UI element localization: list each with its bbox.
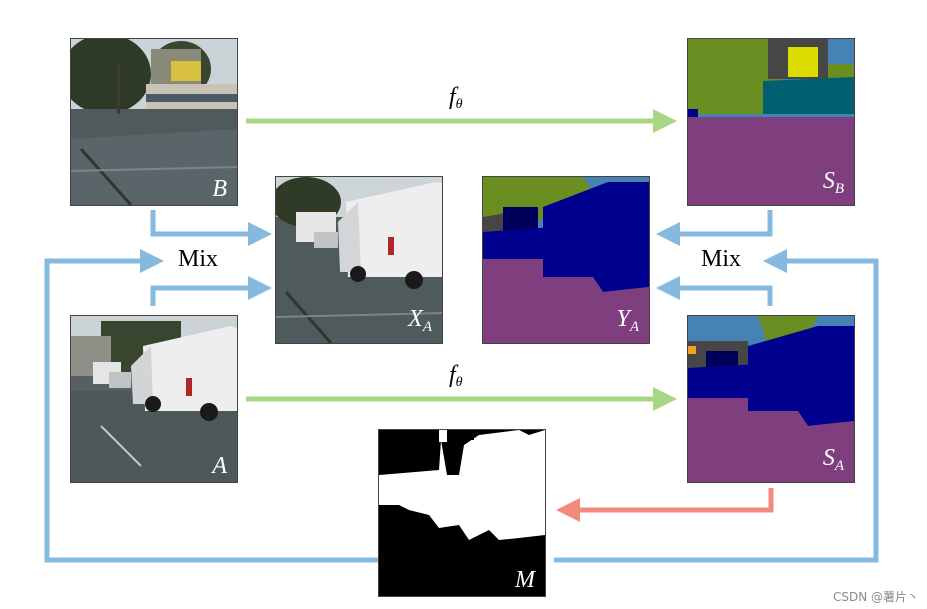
mixed-image-label: XA [408, 306, 432, 335]
mix-arrows-right [554, 210, 879, 563]
model-arrow-bottom [246, 387, 677, 411]
image-b-panel: B [70, 38, 238, 206]
seg-a-panel: SA [687, 315, 855, 483]
mixed-photo [276, 177, 442, 343]
street-photo-a [71, 316, 237, 482]
model-label-bottom: fθ [449, 362, 463, 390]
segmentation-b [688, 39, 854, 205]
image-a-panel: A [70, 315, 238, 483]
image-b-label: B [212, 176, 227, 202]
mix-label-right: Mix [701, 246, 742, 272]
seg-a-label: SA [822, 445, 844, 474]
mixed-label-panel: YA [482, 176, 650, 344]
mixed-label-label: YA [616, 306, 639, 335]
street-photo-b [71, 39, 237, 205]
model-label-top: fθ [449, 84, 463, 112]
model-arrow-top [246, 109, 677, 133]
mixed-image-panel: XA [275, 176, 443, 344]
image-a-label: A [212, 453, 227, 479]
mix-label-left: Mix [178, 246, 219, 272]
seg-b-label: SB [822, 168, 844, 197]
seg-b-panel: SB [687, 38, 855, 206]
mix-arrows-left [44, 210, 378, 563]
segmentation-a [688, 316, 854, 482]
mask-label: M [515, 567, 535, 593]
watermark: CSDN @薯片丶 [832, 590, 919, 604]
mask-panel: M [378, 429, 546, 597]
mask-arrow [556, 488, 774, 522]
mixed-segmentation [483, 177, 649, 343]
binary-mask [379, 430, 545, 596]
